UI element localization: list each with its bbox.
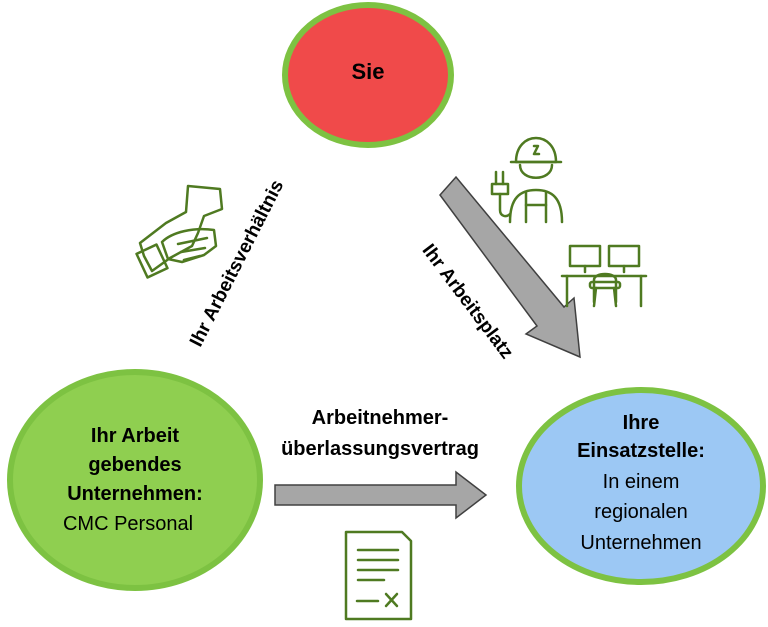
node-placement-ellipse bbox=[516, 387, 766, 585]
node-placement-title-line: Ihre bbox=[623, 412, 660, 434]
node-employer: Ihr Arbeit gebendes Unternehmen: CMC Per… bbox=[7, 369, 263, 591]
contract-document-icon bbox=[344, 530, 413, 621]
node-employer-title-line: Ihr Arbeit bbox=[91, 425, 179, 447]
contract-arrow bbox=[274, 470, 488, 520]
node-you-ellipse bbox=[282, 2, 454, 148]
node-placement: Ihre Einsatzstelle: In einem regionalen … bbox=[516, 387, 766, 585]
workplace-arrow bbox=[439, 175, 581, 359]
edge-contract-label-line: überlassungsvertrag bbox=[281, 438, 479, 460]
node-employer-subtitle: CMC Personal bbox=[63, 513, 193, 535]
node-you: Sie bbox=[282, 2, 454, 148]
node-placement-subtitle-line: Unternehmen bbox=[580, 532, 701, 554]
handshake-icon bbox=[135, 184, 224, 279]
node-placement-subtitle-line: In einem bbox=[603, 471, 680, 493]
node-placement-title-line: Einsatzstelle: bbox=[577, 440, 705, 462]
node-employer-title-line: Unternehmen: bbox=[67, 483, 203, 505]
node-employer-ellipse bbox=[7, 369, 263, 591]
edge-contract-label-line: Arbeitnehmer- bbox=[312, 407, 449, 429]
workstation-icon bbox=[560, 244, 648, 308]
edge-relationship-label: Ihr Arbeitsverhältnis bbox=[186, 177, 288, 351]
node-placement-subtitle-line: regionalen bbox=[594, 501, 687, 523]
node-you-title: Sie bbox=[351, 59, 384, 84]
worker-icon bbox=[490, 136, 564, 224]
node-employer-title-line: gebendes bbox=[88, 454, 181, 476]
